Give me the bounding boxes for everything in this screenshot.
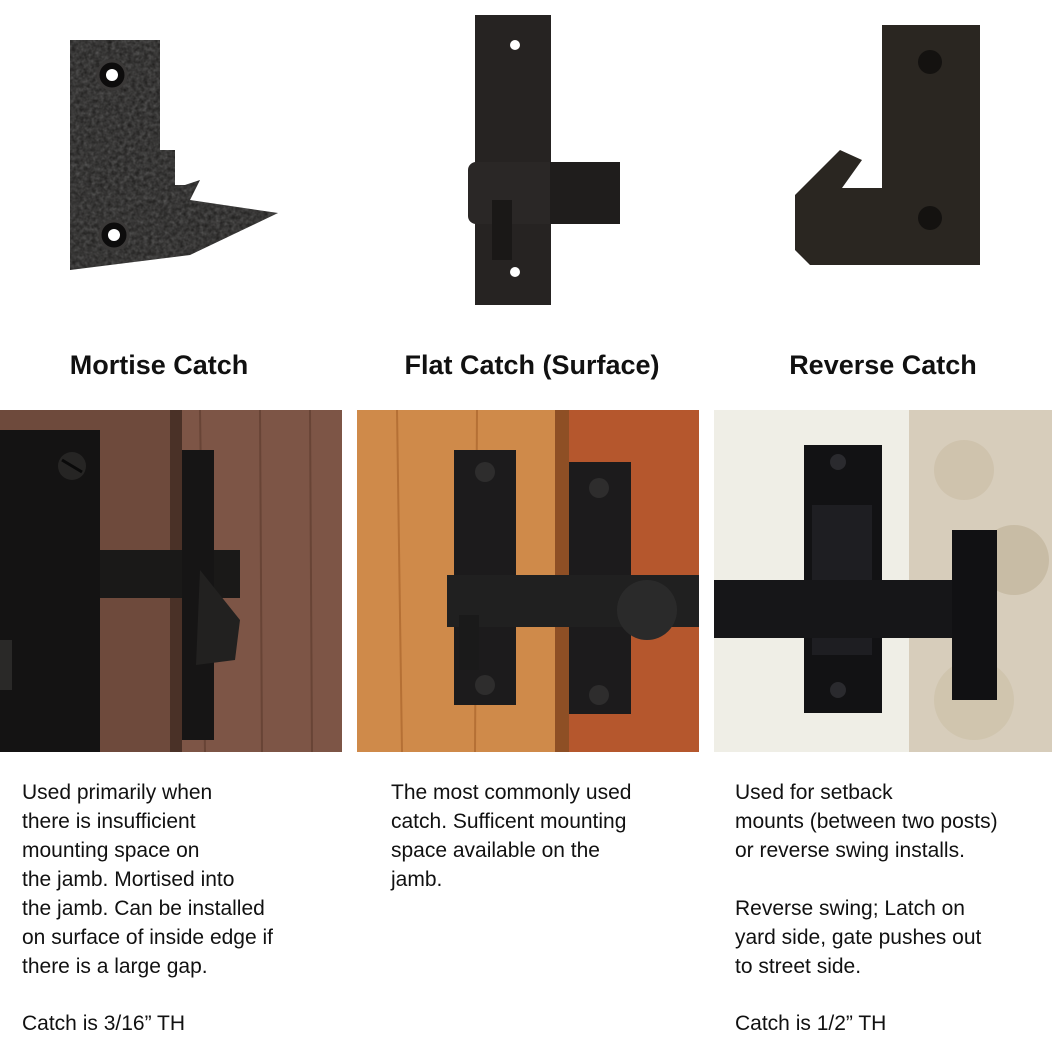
reverse-catch-spec: Catch is 1/2” TH xyxy=(735,1012,887,1035)
mortise-catch-product-image xyxy=(40,0,300,330)
flat-catch-title: Flat Catch (Surface) xyxy=(404,350,660,380)
mortise-catch-spec: Catch is 3/16” TH xyxy=(22,1012,186,1035)
flat-catch-description: The most commonly used catch. Sufficent … xyxy=(391,781,632,891)
mortise-catch-installed-photo xyxy=(0,410,342,752)
reverse-catch-installed-photo xyxy=(714,410,1052,752)
reverse-catch-product-image xyxy=(780,0,1000,330)
reverse-catch-title: Reverse Catch xyxy=(789,350,977,380)
mortise-catch-description: Used primarily when there is insufficien… xyxy=(22,781,273,978)
mortise-catch-title: Mortise Catch xyxy=(69,350,249,380)
reverse-catch-description: Used for setback mounts (between two pos… xyxy=(735,781,998,978)
flat-catch-installed-photo xyxy=(357,410,699,752)
flat-catch-product-image xyxy=(430,0,630,330)
